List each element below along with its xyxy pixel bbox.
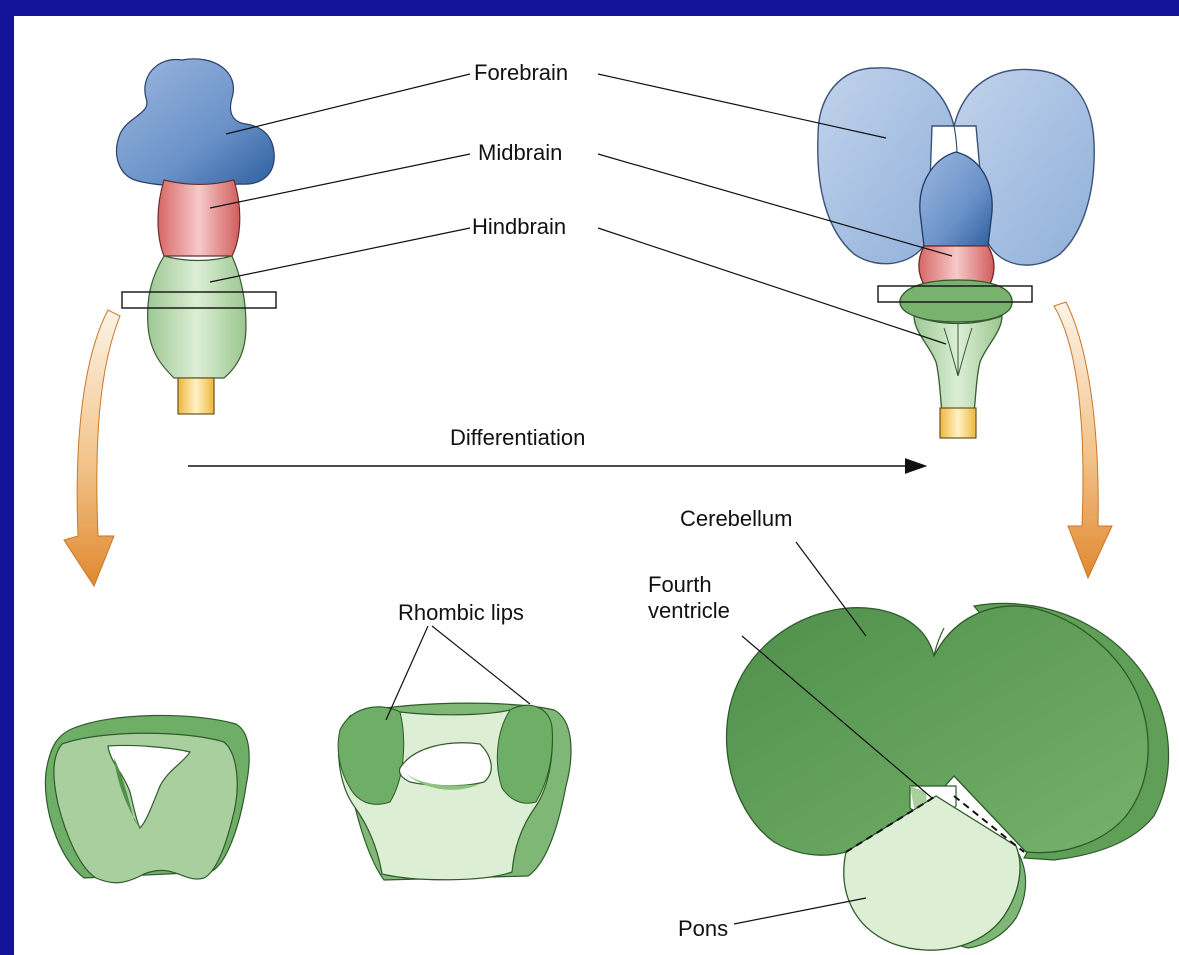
early-hindbrain-vesicle <box>148 256 246 378</box>
differentiation-label: Differentiation <box>450 425 585 451</box>
right-down-arrow <box>1054 302 1112 578</box>
mature-spinal-cord <box>940 408 976 438</box>
forebrain-label: Forebrain <box>474 60 568 86</box>
midbrain-label: Midbrain <box>478 140 562 166</box>
rhombic-lip-cross-section <box>338 703 571 880</box>
rhombic-lips-label: Rhombic lips <box>398 600 524 626</box>
pons-label: Pons <box>678 916 728 942</box>
early-spinal-cord <box>178 378 214 414</box>
hindbrain-label: Hindbrain <box>472 214 566 240</box>
early-forebrain-vesicle <box>117 59 275 186</box>
mature-brain <box>818 68 1094 438</box>
cerebellum-label: Cerebellum <box>680 506 793 532</box>
brain-development-diagram <box>14 16 1179 955</box>
early-hindbrain-cross-section <box>45 715 249 882</box>
early-midbrain-vesicle <box>158 180 240 256</box>
fourth-ventricle-label: Fourth ventricle <box>648 572 730 624</box>
early-neural-tube <box>117 59 276 414</box>
left-down-arrow <box>64 310 120 586</box>
mature-cross-section <box>727 603 1169 950</box>
diagram-canvas: Forebrain Midbrain Hindbrain Differentia… <box>14 16 1179 955</box>
